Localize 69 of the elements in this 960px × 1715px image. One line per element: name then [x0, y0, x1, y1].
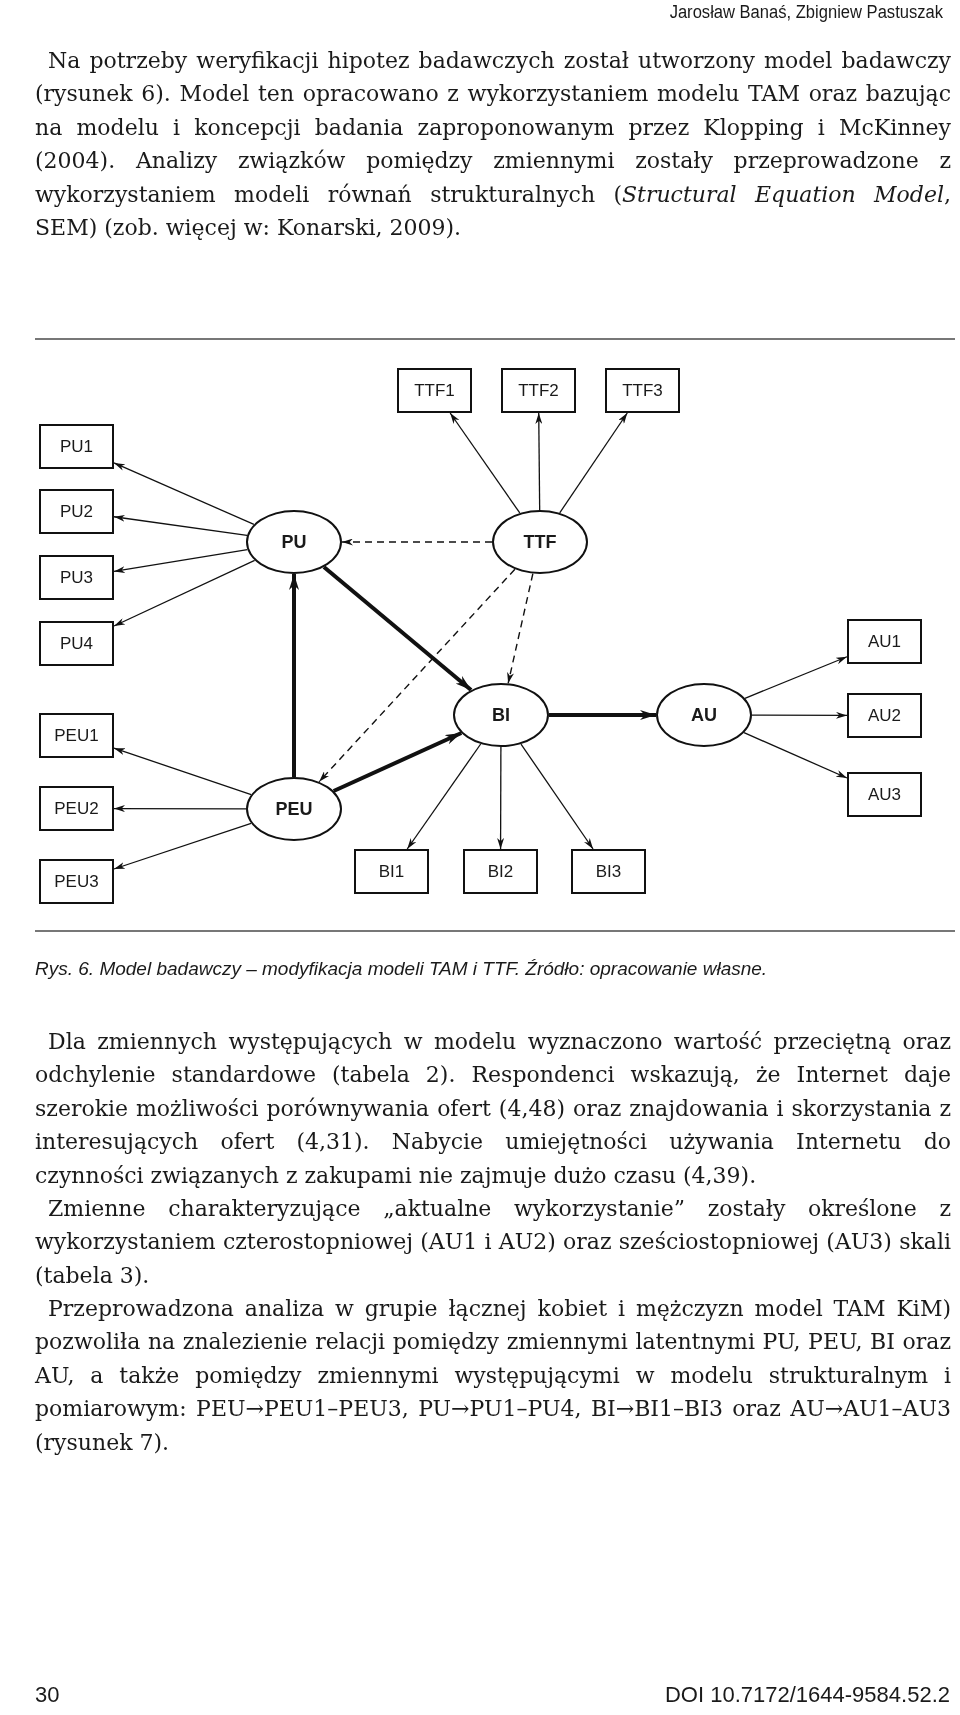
node-label: PEU1: [54, 725, 99, 746]
arrow: [751, 711, 848, 719]
dashed-arrow: [341, 538, 493, 546]
dashed-arrow: [318, 568, 516, 783]
arrow: [406, 743, 482, 850]
indicator-box: [847, 619, 922, 664]
indicator-box: [39, 424, 114, 469]
arrow: [322, 565, 473, 692]
node-label: BI1: [378, 861, 405, 882]
arrow: [449, 412, 521, 514]
node-label: BI2: [487, 861, 514, 882]
indicator-box: [39, 859, 114, 904]
node-label: AU2: [867, 705, 902, 726]
arrow: [520, 743, 594, 850]
dashed-arrow: [507, 572, 534, 685]
arrow: [535, 412, 543, 511]
arrow: [559, 412, 628, 514]
latent-variable-ellipse: [453, 683, 549, 747]
indicator-box: [463, 849, 538, 894]
doi-footer: DOI 10.7172/1644-9584.52.2: [560, 1682, 950, 1708]
node-label: TTF: [523, 531, 557, 553]
indicator-box: [501, 368, 576, 413]
arrow: [113, 805, 247, 813]
paragraph: Na potrzeby weryfikacji hipotez badawczych został utworzony model badawczy (rysunek 6). Model ten opracowano z wykorzystaniem modelu TAM oraz bazując na modelu i koncepcji badania zaproponowanym przez Klopping i McKinney (2004). Analizy związków pomiędzy zmiennymi zostały przeprowadzone z wykorzystaniem modeli równań strukturalnych (Structural Equation Model, SEM) (zob. więcej w: Konarski, 2009).: [35, 47, 951, 243]
indicator-box: [39, 786, 114, 831]
indicator-box: [39, 621, 114, 666]
node-label: AU: [691, 704, 717, 726]
node-label: PU1: [59, 436, 94, 457]
node-label: PU3: [59, 567, 94, 588]
indicator-box: [847, 693, 922, 738]
arrow: [743, 732, 848, 779]
figure-caption: Rys. 6. Model badawczy – modyfikacja modeli TAM i TTF. Źródło: opracowanie własne.: [35, 958, 768, 980]
page-number: 30: [35, 1682, 60, 1708]
node-label: PEU: [275, 798, 313, 820]
node-label: TTF2: [518, 380, 559, 401]
indicator-box: [354, 849, 429, 894]
node-label: TTF3: [622, 380, 663, 401]
arrow: [113, 462, 255, 526]
arrow: [549, 710, 656, 720]
indicator-box: [39, 555, 114, 600]
paragraph: Zmienne charakteryzujące „aktualne wykorzystanie” zostały określone z wykorzystaniem czterostopniowej (AU1 i AU2) oraz sześciostopniowej (AU3) skali (tabela 3).: [35, 1195, 951, 1290]
running-header: Jarosław Banaś, Zbigniew Pastuszak: [668, 2, 943, 23]
node-label: PU: [281, 531, 307, 553]
latent-variable-ellipse: [246, 777, 342, 841]
paragraph: Dla zmiennych występujących w modelu wyznaczono wartość przeciętną oraz odchylenie standardowe (tabela 2). Respondenci wskazują, że Internet daje szerokie możliwości porównywania ofert (4,48) oraz znajdowania i skorzystania z interesujących ofert (4,31). Nabycie umiejętności używania Internetu do czynności związanych z zakupami nie zajmuje dużo czasu (4,39).: [35, 1028, 951, 1190]
arrow: [497, 746, 505, 850]
node-label: PEU3: [54, 871, 99, 892]
indicator-box: [571, 849, 646, 894]
node-label: BI: [492, 704, 510, 726]
node-label: BI3: [595, 861, 622, 882]
node-label: PEU2: [54, 798, 99, 819]
indicator-box: [39, 713, 114, 758]
indicator-box: [39, 489, 114, 534]
arrow: [113, 747, 252, 796]
node-label: TTF1: [414, 380, 455, 401]
arrow: [113, 514, 248, 537]
arrow: [744, 656, 848, 699]
arrow: [289, 574, 299, 777]
indicator-box: [605, 368, 680, 413]
paragraph: Przeprowadzona analiza w grupie łącznej kobiet i mężczyzn model TAM KiM) pozwoliła na znalezienie relacji pomiędzy zmiennymi latentnymi PU, PEU, BI oraz AU, a także pomiędzy zmiennymi występującymi w modelu strukturalnym i pomiarowym: PEU→PEU1–PEU3, PU→PU1–PU4, BI→BI1–BI3 oraz AU→AU1–AU3 (rysunek 7).: [35, 1295, 951, 1457]
indicator-box: [397, 368, 472, 413]
arrow: [113, 548, 249, 574]
arrow: [113, 822, 252, 870]
node-label: PU2: [59, 501, 94, 522]
node-label: PU4: [59, 633, 94, 654]
indicator-box: [847, 772, 922, 817]
node-label: AU1: [867, 631, 902, 652]
node-label: AU3: [867, 784, 902, 805]
arrow: [332, 731, 463, 793]
